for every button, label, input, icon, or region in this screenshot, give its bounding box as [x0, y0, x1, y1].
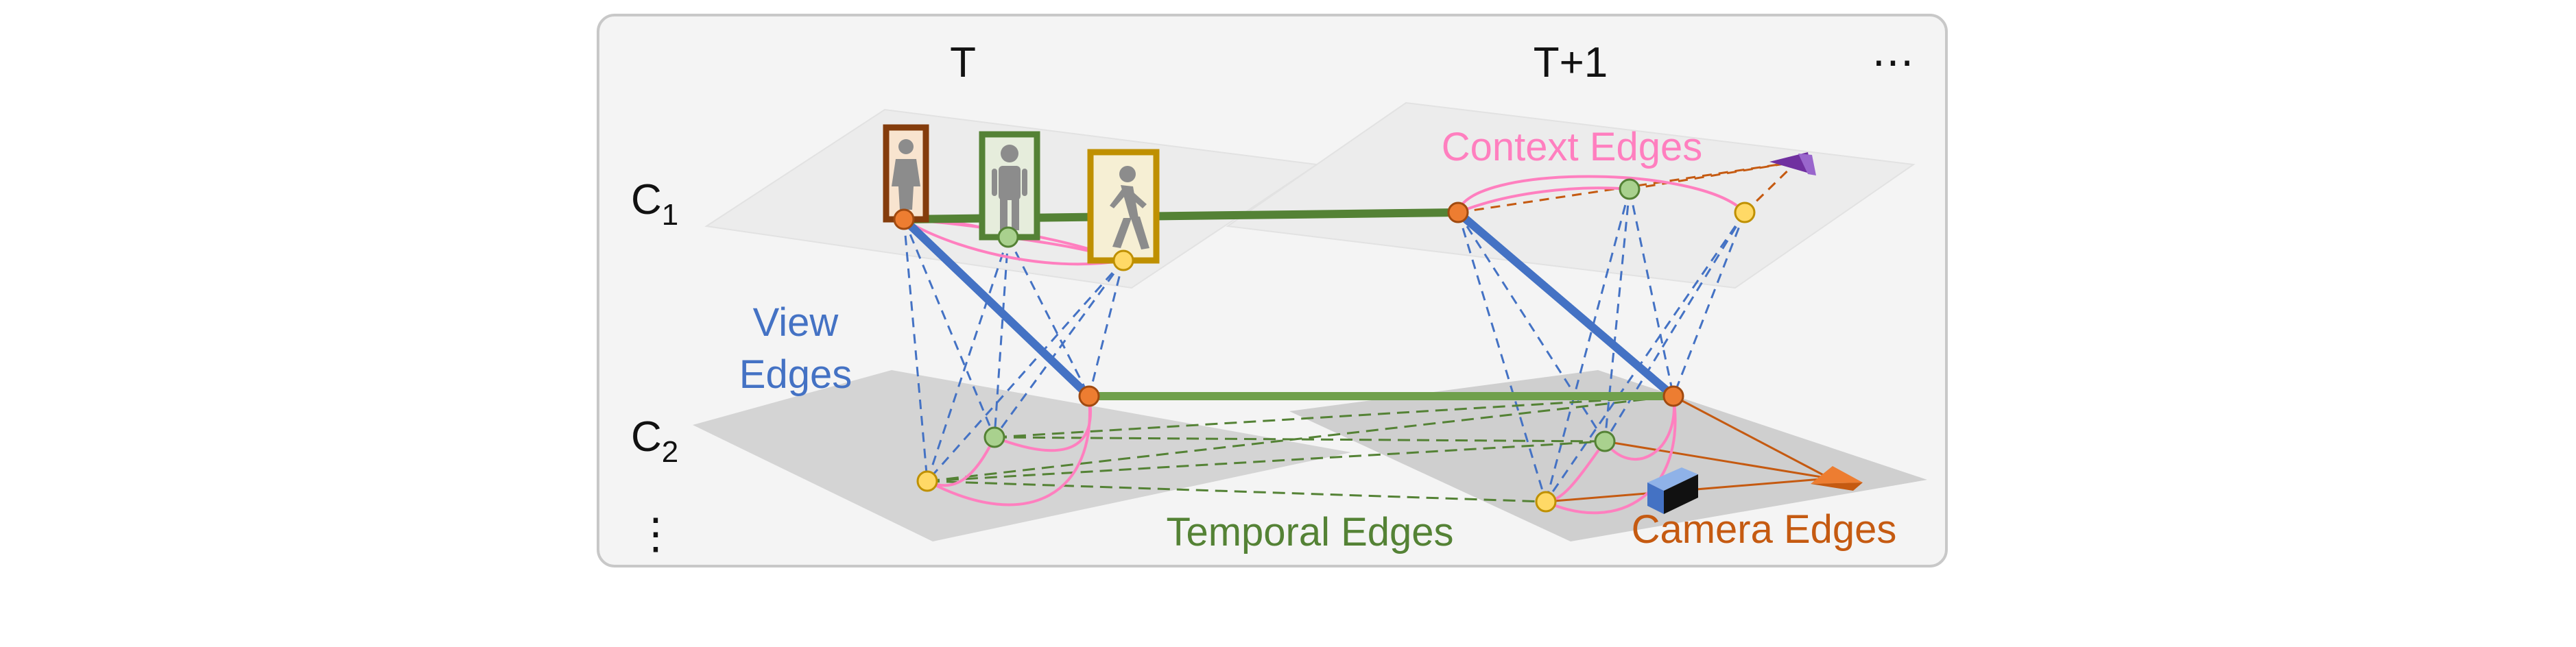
camera-label-c2-base: C	[631, 413, 662, 461]
graph-nodes	[893, 178, 1756, 513]
detection-box-brown	[883, 124, 929, 223]
camera-label-c2: C2	[631, 413, 678, 469]
node-c1-t-orange	[893, 208, 915, 230]
view-edges-label-line2: Edges	[739, 352, 852, 397]
plane-c2-t	[693, 370, 1351, 541]
camera-label-c1: C1	[631, 176, 678, 232]
camera-edges-label: Camera Edges	[1632, 507, 1897, 552]
node-c2-t-green	[983, 426, 1005, 448]
detection-box-green	[979, 131, 1040, 241]
view-edges-dashed-t1	[1457, 188, 1746, 502]
camera-label-c1-sub: 1	[662, 198, 678, 232]
camera-cone-icon	[1769, 152, 1816, 175]
node-c1-t-green	[997, 226, 1019, 248]
node-c1-t1-orange	[1447, 202, 1469, 223]
person-standing-icon	[992, 145, 1027, 230]
camera-label-c1-base: C	[631, 176, 662, 223]
context-edges-label: Context Edges	[1442, 125, 1702, 169]
node-c1-t1-yellow	[1734, 202, 1756, 223]
camera-orange-icon	[1811, 466, 1863, 491]
temporal-edges-dashed	[927, 395, 1674, 503]
time-label-more: ⋯	[1872, 39, 1914, 86]
camera-label-c2-sub: 2	[662, 435, 678, 469]
temporal-edges-label: Temporal Edges	[1166, 510, 1453, 554]
node-c2-t1-yellow	[1535, 491, 1557, 513]
time-label-t: T	[950, 39, 976, 86]
detection-box-gold	[1087, 149, 1160, 264]
camera-box-icon	[1647, 467, 1698, 514]
node-c2-t-orange	[1078, 385, 1100, 407]
node-c2-t1-green	[1594, 430, 1616, 452]
plane-c1-t1	[1226, 101, 1916, 289]
view-edge-thick-t1	[1454, 208, 1678, 400]
node-c2-t-yellow	[916, 470, 938, 492]
person-standing-icon	[892, 139, 920, 210]
camera-label-more: ⋮	[634, 511, 677, 558]
time-label-t-next: T+1	[1534, 39, 1608, 86]
view-edges-label-line1: View	[753, 300, 839, 345]
view-edge-thick-t	[900, 215, 1093, 400]
node-c2-t1-orange	[1662, 385, 1684, 407]
node-c1-t-yellow	[1112, 249, 1134, 271]
person-walking-icon	[1110, 166, 1149, 249]
node-c1-t1-green	[1619, 178, 1641, 200]
context-edges	[903, 175, 1746, 515]
plane-c2-t1	[1289, 370, 1927, 541]
view-edges-dashed-t	[903, 219, 1125, 482]
